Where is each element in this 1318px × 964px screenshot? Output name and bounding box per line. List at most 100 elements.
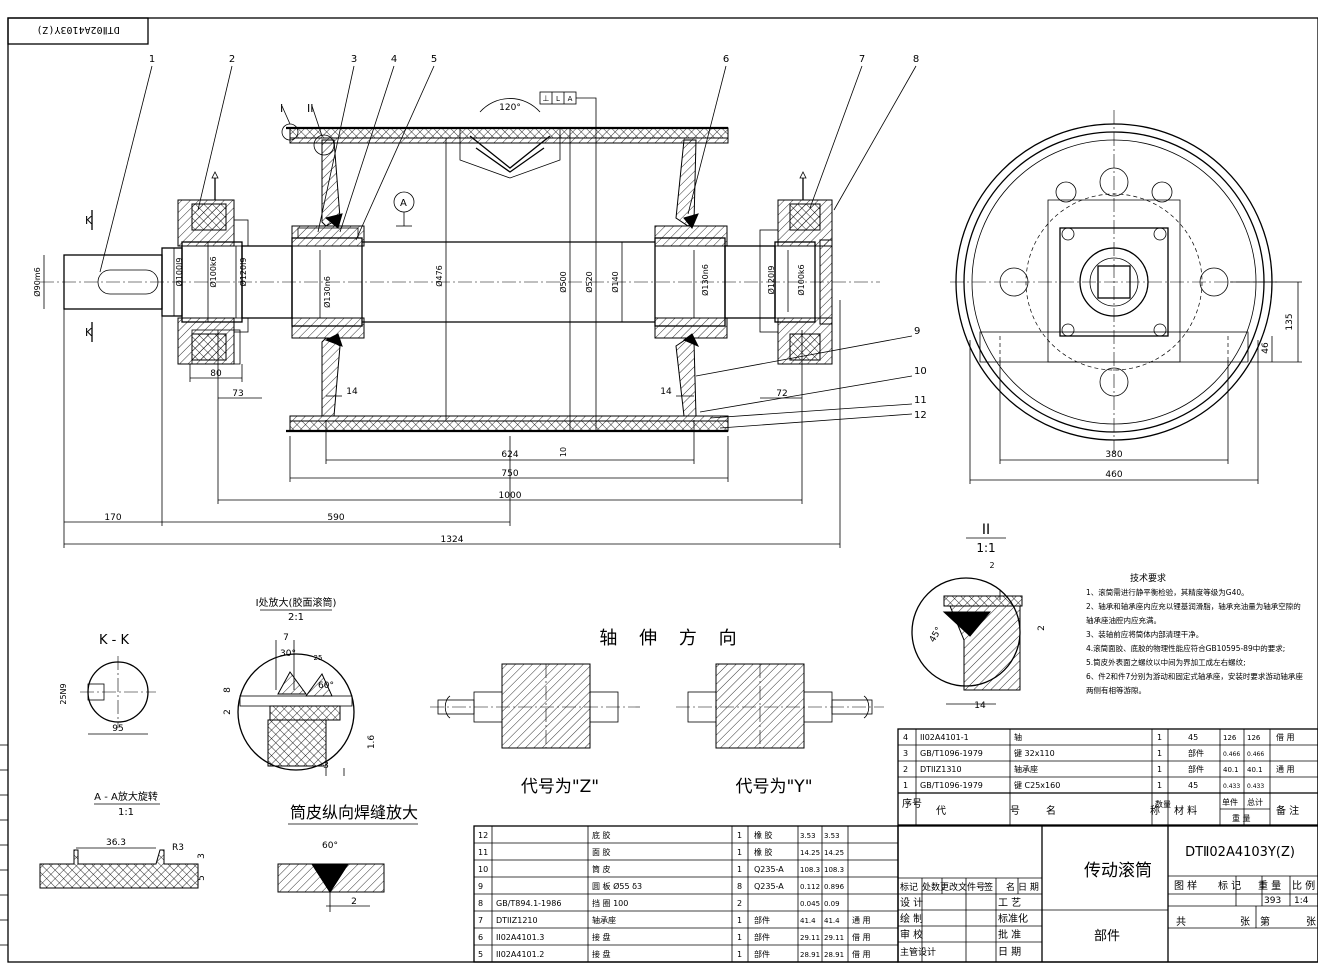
tol-l: L xyxy=(556,95,560,103)
main-section-view xyxy=(40,65,917,548)
bom-l-r7-c5: 28.91 xyxy=(800,951,820,959)
bom-l-r3-c4: Q235-A xyxy=(754,882,784,891)
shaft-title: 轴 伸 方 向 xyxy=(599,628,744,649)
detail-weld: 筒皮纵向焊缝放大 60° 2 xyxy=(277,803,418,912)
shaft-direction: 轴 伸 方 向 代号为"Z" 代号为"Y" xyxy=(430,628,884,797)
bom-u-r0-c4: 45 xyxy=(1188,733,1198,742)
bom-u-r1-c5: 0.466 xyxy=(1223,751,1240,758)
bom-u-r1-c4: 部件 xyxy=(1188,748,1204,758)
bom-l-r2-c0: 10 xyxy=(478,865,488,874)
balloon-6: 6 xyxy=(723,54,729,65)
bom-u-r2-c4: 部件 xyxy=(1188,764,1204,774)
bom-l-r4-c0: 8 xyxy=(478,899,483,908)
bom-h-code2: 号 xyxy=(1010,805,1020,817)
bom-l-r4-c2: 挡 圈 100 xyxy=(592,898,628,908)
dim-d130a: Ø130n6 xyxy=(322,276,332,308)
tech-line-2: 2、轴承和轴承座内应充以锂基润滑脂，轴承充油量为轴承空隙的 xyxy=(1086,601,1301,611)
bom-u-r1-c2: 键 32x110 xyxy=(1014,748,1055,758)
bom-l-r4-c1: GB/T894.1-1986 xyxy=(496,899,561,908)
bom-l-r1-c4: 橡 胶 xyxy=(754,847,773,857)
tb-sign-3: 签 xyxy=(984,881,993,893)
weld-title: 筒皮纵向焊缝放大 xyxy=(290,803,418,822)
bom-l-r2-c6: 108.3 xyxy=(824,866,844,874)
bom-l-r3-c5: 0.112 xyxy=(800,883,820,891)
title-sub: 部件 xyxy=(1094,929,1120,944)
dim-d130b: Ø130n6 xyxy=(700,264,710,296)
i-dim-1.6: 1.6 xyxy=(367,735,377,750)
bom-u-r2-c5: 40.1 xyxy=(1223,766,1239,774)
bom-l-r5-c5: 41.4 xyxy=(800,917,816,925)
bom-u-r3-c4: 45 xyxy=(1188,781,1198,790)
tech-title: 技术要求 xyxy=(1130,572,1166,584)
dim-135: 135 xyxy=(1285,313,1295,330)
ii-dim-2a: 2 xyxy=(989,561,994,570)
bom-l-r0-c3: 1 xyxy=(737,831,742,840)
dim-1000: 1000 xyxy=(499,491,522,501)
balloon-3: 3 xyxy=(351,54,357,65)
main-view-labels: I II K K A 120° ⊥ L A 1 2 3 4 5 6 7 8 9 … xyxy=(32,54,927,545)
tb-total: 共 xyxy=(1176,916,1186,928)
bom-u-r2-c0: 2 xyxy=(903,765,908,774)
bom-u-r1-c6: 0.466 xyxy=(1247,751,1264,758)
bom-l-r5-c3: 1 xyxy=(737,916,742,925)
dim-d100b: Ø100k6 xyxy=(796,264,806,295)
dim-d120l9: Ø120l9 xyxy=(238,258,248,287)
bom-l-r5-c0: 7 xyxy=(478,916,483,925)
bom-l-r6-c6: 29.11 xyxy=(824,934,844,942)
dim-d476: Ø476 xyxy=(434,265,444,287)
left-margin-boxes xyxy=(0,744,8,946)
bom-l-r6-c7: 借 用 xyxy=(852,932,871,942)
dim-d90: Ø90m6 xyxy=(32,267,42,296)
ii-angle: 45° xyxy=(928,626,945,645)
aa-dim-36.3: 36.3 xyxy=(106,838,126,848)
bom-l-r7-c1: II02A4101.2 xyxy=(496,950,544,959)
tech-requirements: 技术要求 1、滚筒需进行静平衡检验，其精度等级为G40。 2、轴承和轴承座内应充… xyxy=(1086,572,1303,695)
bom-l-r6-c5: 29.11 xyxy=(800,934,820,942)
dim-d120b: Ø120l9 xyxy=(766,266,776,295)
bom-h-total: 总计 xyxy=(1247,797,1263,807)
bom-u-r0-c0: 4 xyxy=(903,733,908,742)
tech-line-4: 3、装轴前应将筒体内部清理干净。 xyxy=(1086,629,1203,639)
tech-line-6: 5.筒皮外表面之螺纹以中间为界加工成左右螺纹; xyxy=(1086,657,1246,667)
i-dim-2: 2 xyxy=(223,709,233,715)
bom-u-r0-c1: II02A4101-1 xyxy=(920,733,969,742)
balloon-1: 1 xyxy=(149,54,155,65)
tb-sheet2: 张 xyxy=(1306,916,1316,928)
bom-l-r0-c0: 12 xyxy=(478,831,488,840)
dim-380: 380 xyxy=(1105,450,1122,460)
bom-h-name1: 名 xyxy=(1046,804,1056,817)
bom-l-r7-c7: 借 用 xyxy=(852,949,871,959)
mark-i: I xyxy=(280,102,283,115)
bom-u-r2-c6: 40.1 xyxy=(1247,766,1263,774)
title-name-1: 传动滚筒 xyxy=(1084,861,1152,881)
mark-ii: II xyxy=(307,102,314,115)
tech-line-8: 两侧有相等游隙。 xyxy=(1086,685,1146,695)
bom-l-r7-c0: 5 xyxy=(478,950,483,959)
balloon-2: 2 xyxy=(229,54,235,65)
tech-line-7: 6、件2和件7分别为游动和固定式轴承座，安装时要求游动轴承座 xyxy=(1086,671,1303,681)
ii-scale: 1:1 xyxy=(976,541,995,555)
detail-kk: K - K 95 25N9 xyxy=(59,633,156,735)
tb-sign-2: 更改文件号 xyxy=(940,881,985,893)
bom-l-r1-c2: 面 胶 xyxy=(592,847,611,857)
tb-sign-4: 名 xyxy=(1006,881,1015,893)
bom-u-r3-c3: 1 xyxy=(1157,781,1162,790)
dim-624: 624 xyxy=(501,450,518,460)
bom-u-r3-c5: 0.433 xyxy=(1223,783,1240,790)
bom-h-mat: 材 料 xyxy=(1174,804,1197,817)
tb-role-5: 标准化 xyxy=(998,912,1028,925)
tb-role-6: 批 准 xyxy=(998,928,1021,941)
bom-h-qty: 数量 xyxy=(1155,799,1171,809)
bom-h-weight: 重 量 xyxy=(1232,813,1251,823)
stamp-code: DTⅡ02A4103Y(Z) xyxy=(36,24,119,35)
bom-l-r6-c0: 6 xyxy=(478,933,483,942)
bom-l-r0-c6: 3.53 xyxy=(824,832,840,840)
bom-u-r3-c1: GB/T1096-1979 xyxy=(920,781,983,790)
dim-14b: 14 xyxy=(660,387,672,397)
bom-u-r0-c2: 轴 xyxy=(1014,732,1022,742)
tech-line-3: 轴承座油腔内应充满。 xyxy=(1086,615,1161,625)
title-block: 传动滚筒 部件 DTⅡ02A4103Y(Z) 图 样 标 记 重 量 比 例 3… xyxy=(897,825,1318,963)
balloon-7: 7 xyxy=(859,54,865,65)
code-z: 代号为"Z" xyxy=(521,777,599,797)
